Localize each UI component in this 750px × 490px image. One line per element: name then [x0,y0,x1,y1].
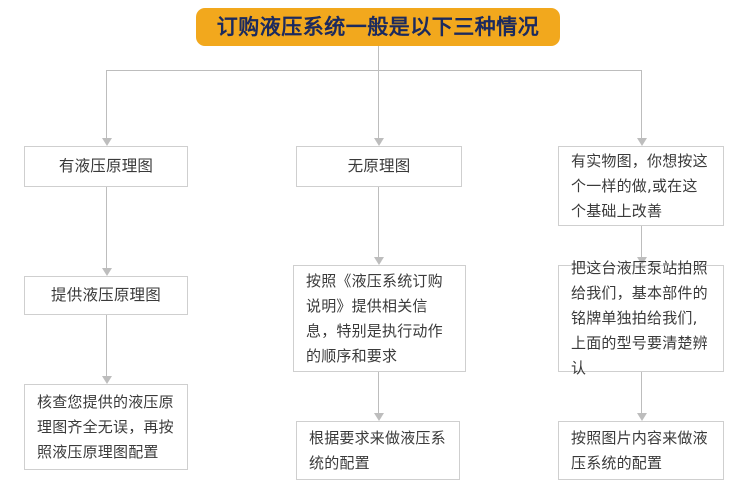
branch-1-step-2-box[interactable]: 提供液压原理图 [24,276,188,315]
arrowhead-bus-to-branch-3 [637,138,647,146]
connector-branch-1-step-1-to-2 [106,187,107,268]
branch-2-step-3-text: 根据要求来做液压系统的配置 [309,428,446,472]
arrowhead-bus-to-branch-2 [374,138,384,146]
arrowhead-branch-3-step-2-to-3 [637,413,647,421]
connector-bus [106,70,642,71]
arrowhead-branch-1-step-1-to-2 [102,268,112,276]
branch-3-step-3-text: 按照图片内容来做液压系统的配置 [571,428,708,472]
branch-3-step-3-box[interactable]: 按照图片内容来做液压系统的配置 [558,421,724,480]
arrowhead-branch-3-step-1-to-2 [637,257,647,265]
diagram-title-text: 订购液压系统一般是以下三种情况 [216,14,540,39]
connector-branch-3-step-2-to-3 [641,372,642,413]
arrowhead-bus-to-branch-1 [102,138,112,146]
branch-2-step-2-text: 按照《液压系统订购说明》提供相关信息，特别是执行动作的顺序和要求 [306,271,443,365]
arrowhead-branch-2-step-1-to-2 [374,257,384,265]
branch-1-step-1-box[interactable]: 有液压原理图 [24,146,188,187]
connector-branch-1-step-2-to-3 [106,315,107,376]
branch-2-step-1-box[interactable]: 无原理图 [296,146,462,187]
branch-2-step-2-box[interactable]: 按照《液压系统订购说明》提供相关信息，特别是执行动作的顺序和要求 [293,265,466,372]
branch-3-step-2-text: 把这台液压泵站拍照给我们，基本部件的铭牌单独拍给我们,上面的型号要清楚辨认 [571,259,708,377]
arrowhead-branch-1-step-2-to-3 [102,376,112,384]
branch-3-step-1-text: 有实物图，你想按这个一样的做,或在这个基础上改善 [571,151,708,220]
connector-branch-2-step-2-to-3 [378,372,379,413]
branch-1-step-1-text: 有液压原理图 [58,157,154,175]
branch-2-step-1-text: 无原理图 [347,157,411,175]
branch-3-step-2-box[interactable]: 把这台液压泵站拍照给我们，基本部件的铭牌单独拍给我们,上面的型号要清楚辨认 [558,259,724,377]
connector-bus-to-branch-1 [106,70,107,138]
connector-root-stem [378,46,379,71]
branch-3-step-1-box[interactable]: 有实物图，你想按这个一样的做,或在这个基础上改善 [558,146,724,226]
branch-1-step-3-text: 核查您提供的液压原理图齐全无误，再按照液压原理图配置 [37,392,174,461]
branch-1-step-2-text: 提供液压原理图 [51,286,161,304]
diagram-title-banner: 订购液压系统一般是以下三种情况 [196,8,560,46]
arrowhead-branch-2-step-2-to-3 [374,413,384,421]
connector-bus-to-branch-2 [378,70,379,138]
connector-bus-to-branch-3 [641,70,642,138]
connector-branch-2-step-1-to-2 [378,187,379,257]
connector-branch-3-step-1-to-2 [641,226,642,257]
branch-1-step-3-box[interactable]: 核查您提供的液压原理图齐全无误，再按照液压原理图配置 [24,384,188,470]
branch-2-step-3-box[interactable]: 根据要求来做液压系统的配置 [296,421,460,480]
